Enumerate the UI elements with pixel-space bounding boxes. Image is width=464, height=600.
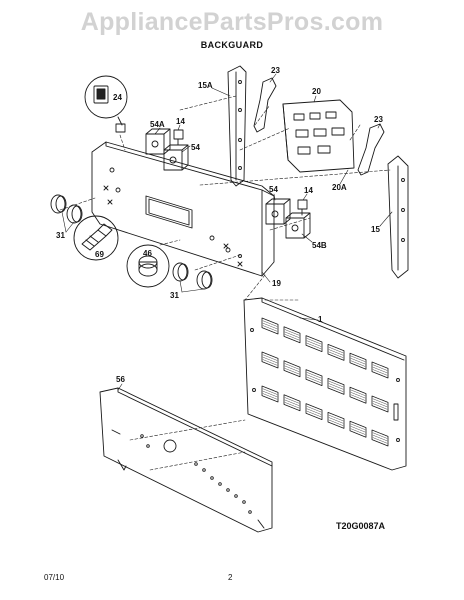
part-54b-switch xyxy=(285,212,311,239)
label-part-69: 69 xyxy=(95,250,104,259)
label-part-54a: 54A xyxy=(150,120,165,129)
part-19-backguard-panel xyxy=(91,141,275,277)
part-14-knob-small-a xyxy=(173,129,184,146)
section-title: BACKGUARD xyxy=(200,40,264,50)
label-part-14-lower: 14 xyxy=(304,186,313,195)
leader-lines xyxy=(61,73,393,391)
label-part-19: 19 xyxy=(272,279,281,288)
label-part-15: 15 xyxy=(371,225,380,234)
part-23-bracket-left xyxy=(253,77,277,133)
assembly-guide-lines xyxy=(59,95,391,471)
part-20-control-board xyxy=(282,99,355,173)
label-part-54-lower: 54 xyxy=(269,185,278,194)
footer-page-number: 2 xyxy=(228,573,233,582)
label-part-20a: 20A xyxy=(332,183,347,192)
label-part-14-upper: 14 xyxy=(176,117,185,126)
part-46-knob xyxy=(126,244,170,288)
part-23-bracket-right xyxy=(357,123,385,176)
part-labels: 24 15A 23 20 54A 14 54 23 20A 54 14 54B … xyxy=(56,66,383,384)
part-69-igniter-switch xyxy=(73,215,119,261)
label-part-54-upper: 54 xyxy=(191,143,200,152)
label-part-20: 20 xyxy=(312,87,321,96)
label-part-24: 24 xyxy=(113,93,122,102)
label-part-46: 46 xyxy=(143,249,152,258)
part-56-lower-panel xyxy=(99,387,273,533)
watermark: AppliancePartsPros.com xyxy=(80,8,384,36)
label-part-54b: 54B xyxy=(312,241,327,250)
label-part-31-right: 31 xyxy=(170,291,179,300)
label-part-23-left: 23 xyxy=(271,66,280,75)
footer-date: 07/10 xyxy=(44,573,65,582)
part-15-side-trim xyxy=(387,155,409,279)
label-part-1: 1 xyxy=(318,315,323,324)
label-part-56: 56 xyxy=(116,375,125,384)
part-54-switch-a xyxy=(163,144,189,171)
part-24-switch xyxy=(84,75,128,133)
figure-code: T20G0087A xyxy=(336,521,386,531)
part-14-knob-small-b xyxy=(297,199,308,216)
part-54-switch-b xyxy=(265,198,291,225)
label-part-31-left: 31 xyxy=(56,231,65,240)
part-1-rear-panel xyxy=(243,297,407,471)
part-15a-side-trim xyxy=(227,65,247,187)
label-part-23-right: 23 xyxy=(374,115,383,124)
part-31-knobs-left xyxy=(50,194,83,224)
label-part-15a: 15A xyxy=(198,81,213,90)
part-31-knobs-right xyxy=(172,262,213,290)
